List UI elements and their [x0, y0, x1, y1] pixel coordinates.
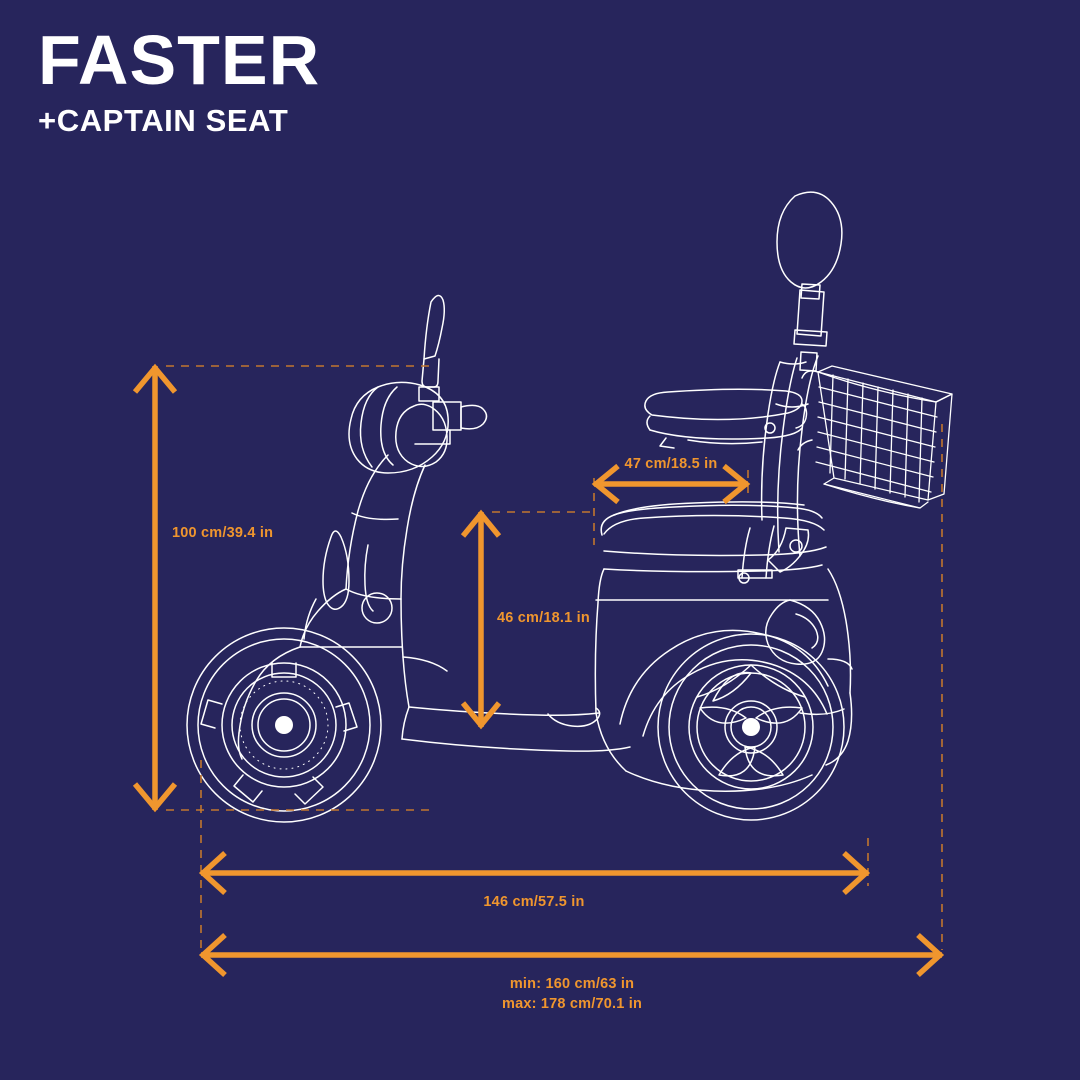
- arrow-base-length: [198, 850, 871, 896]
- title-block: FASTER +CAPTAIN SEAT: [38, 21, 321, 139]
- rearview-mirror: [418, 294, 446, 402]
- basket-bracket: [797, 370, 819, 451]
- headrest: [776, 191, 843, 300]
- rear-body: [594, 514, 853, 792]
- backrest: [760, 289, 828, 557]
- dimension-label-base-length: 146 cm/57.5 in: [483, 894, 585, 910]
- dimension-label-overall-height: 100 cm/39.4 in: [172, 525, 274, 541]
- wire-basket: [815, 365, 953, 509]
- dimension-label-length-min: min: 160 cm/63 in: [509, 976, 635, 992]
- arrow-seat-height: [460, 509, 502, 730]
- arrow-seat-depth: [591, 463, 751, 505]
- guide-lines: [166, 365, 943, 950]
- dimension-arrows: [132, 363, 945, 978]
- footrest-platform: [401, 706, 631, 752]
- dimension-label-seat-height: 46 cm/18.1 in: [497, 610, 590, 626]
- rear-wheel: [657, 633, 845, 821]
- dimension-label-overall-length: min: 160 cm/63 in max: 178 cm/70.1 in: [502, 975, 642, 1014]
- page-subtitle: +CAPTAIN SEAT: [38, 102, 289, 138]
- arrow-overall-length: [198, 932, 945, 978]
- dimension-label-length-max: max: 178 cm/70.1 in: [501, 995, 643, 1012]
- dimension-label-seat-depth: 47 cm/18.5 in: [624, 456, 718, 472]
- front-wheel: [186, 627, 382, 823]
- arrow-overall-height: [132, 363, 178, 813]
- page-title: FASTER: [38, 21, 321, 99]
- seat-riser: [737, 525, 810, 584]
- armrest: [644, 388, 808, 449]
